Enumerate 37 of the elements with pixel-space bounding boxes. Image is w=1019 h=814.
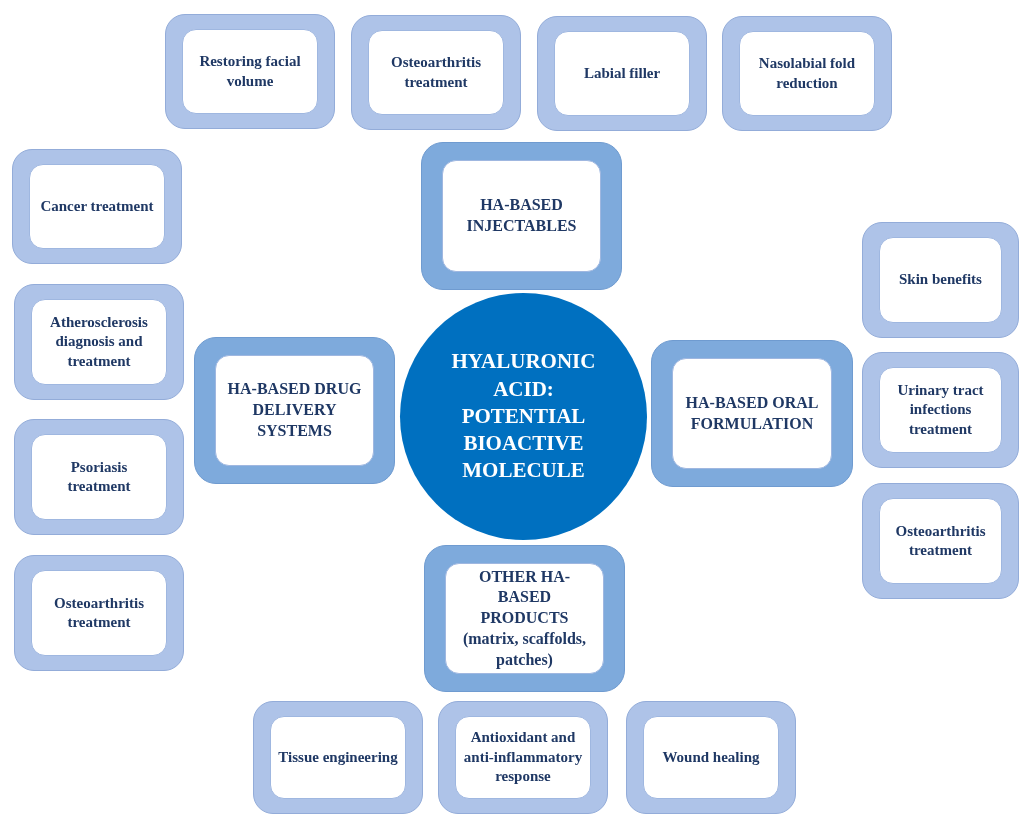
application-box — [253, 701, 423, 814]
node-label: HA-BASED DRUG DELIVERY SYSTEMS — [226, 379, 363, 441]
application-box — [722, 16, 892, 131]
node-label: Urinary tract infections treatment — [896, 380, 985, 439]
node-label: Cancer treatment — [40, 196, 154, 216]
node-label: Labial filler — [583, 63, 661, 83]
application-box — [14, 555, 184, 671]
node-label: HYALURONIC ACID: POTENTIAL BIOACTIVE MOLECULE — [450, 348, 597, 485]
category-box — [651, 340, 853, 487]
application-box — [862, 222, 1019, 338]
node-label: HA-BASED INJECTABLES — [465, 195, 578, 236]
application-box — [862, 352, 1019, 468]
application-box — [12, 149, 182, 264]
application-box — [438, 701, 608, 814]
node-label: OTHER HA-BASED PRODUCTS (matrix, scaffolds, patches) — [461, 566, 588, 671]
node-label: Psoriasis treatment — [66, 457, 132, 496]
application-box — [626, 701, 796, 814]
node-label: Antioxidant and anti-inflammatory response — [462, 728, 584, 787]
application-box — [14, 284, 184, 400]
node-label: Osteoarthritis treatment — [53, 593, 145, 632]
node-label: HA-BASED ORAL FORMULATION — [684, 392, 820, 434]
category-box — [421, 142, 622, 290]
node-label: Restoring facial volume — [198, 52, 302, 91]
application-box — [351, 15, 521, 130]
node-label: Nasolabial fold reduction — [757, 54, 857, 93]
category-box — [424, 545, 625, 692]
node-label: Tissue engineering — [278, 747, 398, 767]
node-label: Osteoarthritis treatment — [390, 53, 482, 92]
application-box — [862, 483, 1019, 599]
node-label: Skin benefits — [899, 270, 982, 290]
application-box — [165, 14, 335, 129]
node-label: Osteoarthritis treatment — [894, 521, 987, 560]
application-box — [537, 16, 707, 131]
node-label: Wound healing — [662, 747, 760, 767]
node-label: Atherosclerosis diagnosis and treatment — [49, 312, 149, 371]
category-box — [194, 337, 395, 484]
application-box — [14, 419, 184, 535]
